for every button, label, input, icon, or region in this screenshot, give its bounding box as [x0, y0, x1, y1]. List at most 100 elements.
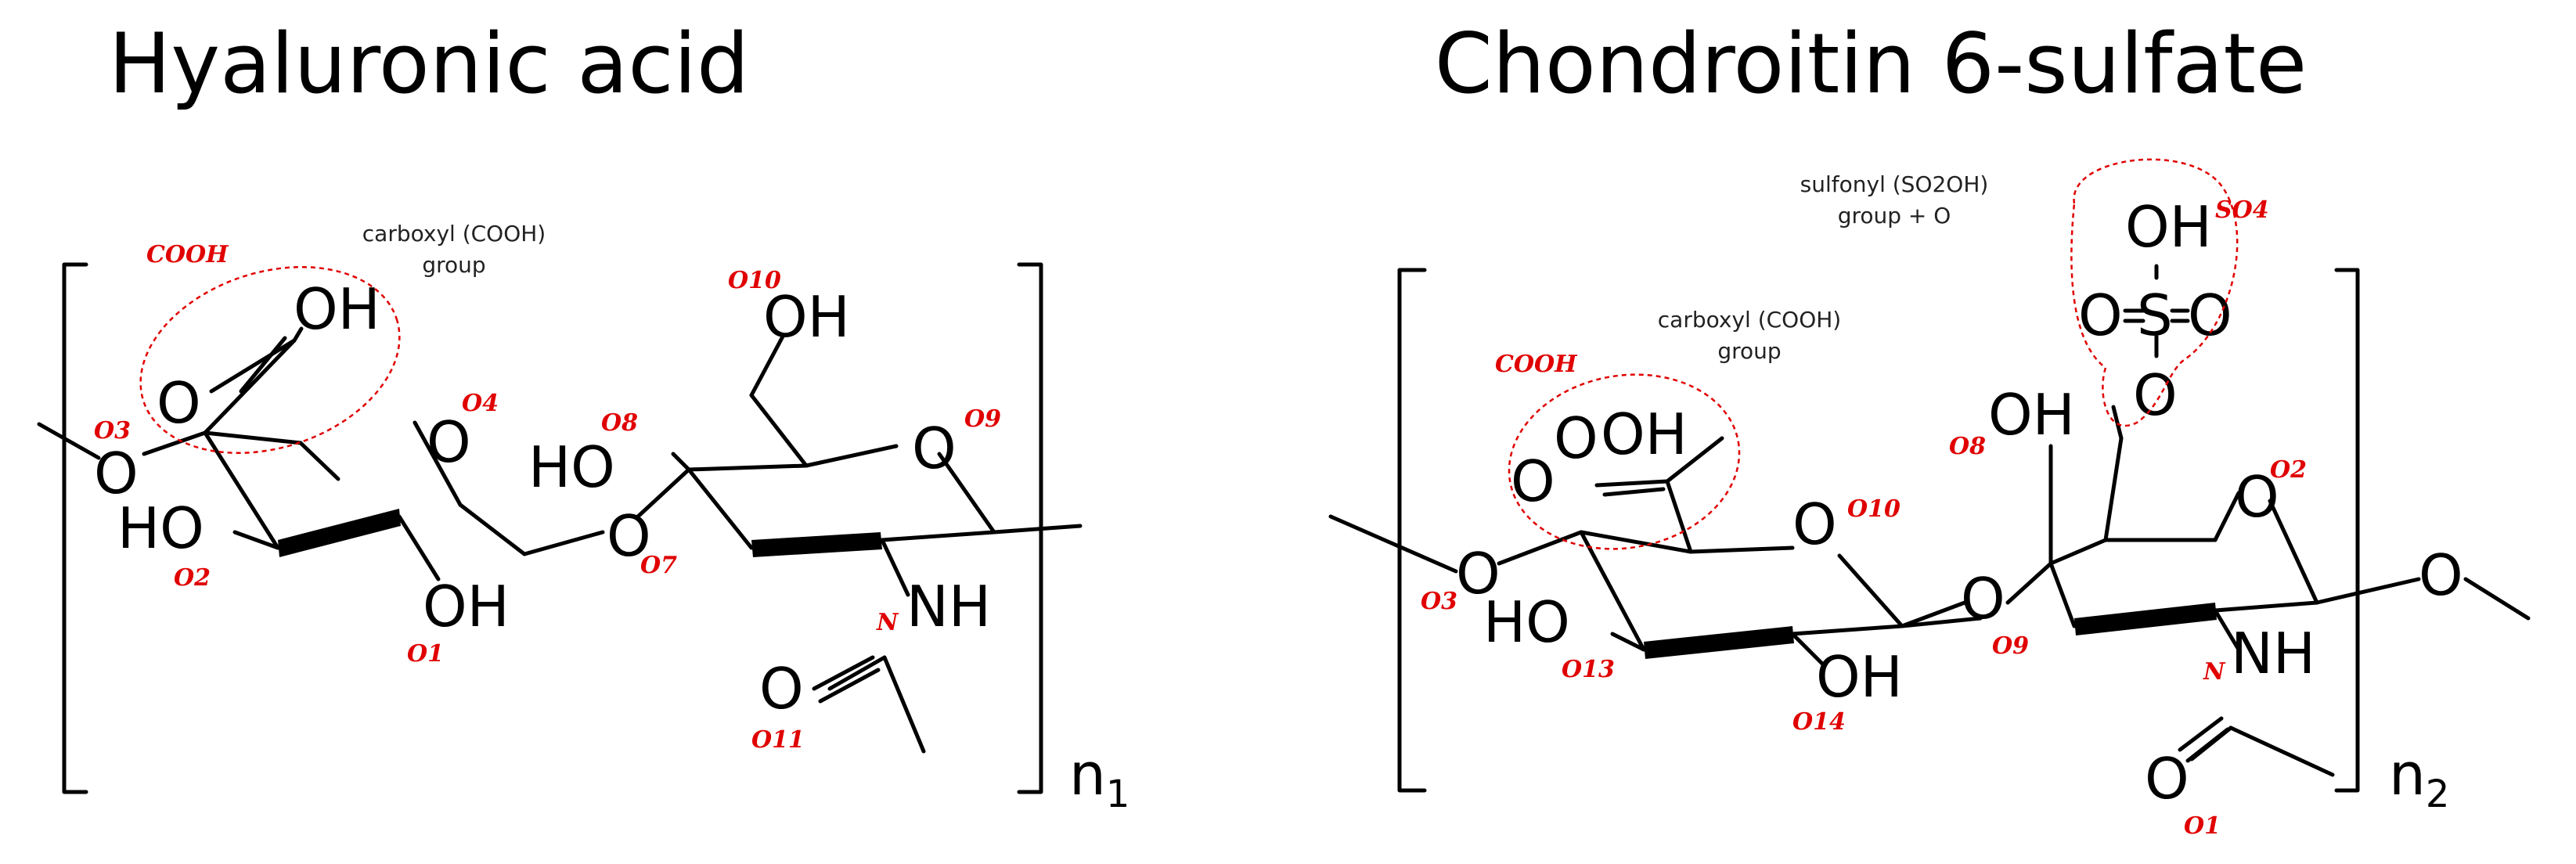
carboxyl-group-highlight [139, 265, 401, 455]
label-o1: O1 [407, 640, 444, 668]
bond [413, 420, 463, 507]
bond [203, 430, 280, 550]
bond [880, 530, 996, 542]
carboxyl-group-highlight [1508, 373, 1741, 550]
carboxyl-note-line2: group [1717, 338, 1781, 364]
label-o7: O7 [640, 552, 677, 579]
sulfonyl-note-line2: group + O [1838, 203, 1951, 229]
bond [1497, 530, 1583, 566]
atom: O [2145, 746, 2189, 812]
atom: O [1961, 566, 2005, 632]
bond [2268, 499, 2319, 605]
label-o9: O9 [964, 405, 1001, 433]
label-cooh: COOH [146, 241, 229, 268]
bond [2005, 561, 2053, 605]
wedge-bond [1644, 626, 1794, 659]
atom: O [1554, 405, 1598, 471]
label-o3: O3 [94, 417, 131, 445]
atom: HO [528, 434, 615, 500]
bond [1790, 632, 1826, 668]
bond [1610, 632, 1646, 652]
left-bracket [62, 262, 88, 794]
bond [2123, 308, 2145, 323]
bond [522, 530, 605, 556]
label-o3: O3 [1421, 588, 1457, 615]
bond [2170, 308, 2190, 323]
label-cooh: COOH [1495, 351, 1578, 378]
right-bracket [2334, 268, 2360, 793]
bond [1900, 600, 1967, 628]
bond [142, 430, 207, 456]
atom: NH [906, 574, 991, 639]
chondroitin-structure: Chondroitin 6-sulfate n2 [1328, 16, 2531, 840]
bond [397, 514, 441, 581]
label-o9: O9 [1992, 632, 2029, 660]
wedge-bond [2074, 603, 2217, 635]
atom: O [759, 656, 804, 722]
label-n: N [876, 609, 899, 636]
bond [2103, 436, 2124, 542]
bond [2185, 727, 2230, 763]
atom: O [1792, 491, 1837, 557]
atom: O [94, 441, 139, 506]
bond [2213, 608, 2241, 652]
bond [686, 467, 754, 550]
bond [1665, 479, 1693, 554]
bond [209, 338, 297, 394]
atom: OH [294, 276, 380, 342]
atom: O [2133, 362, 2178, 428]
bond [292, 326, 304, 343]
atom: O [427, 409, 471, 475]
bond [1900, 616, 1983, 628]
bond [2228, 725, 2335, 777]
bond [203, 430, 303, 445]
label-o11: O11 [751, 726, 805, 754]
bond [818, 668, 881, 704]
bond [1602, 487, 1666, 497]
wedge-bond [751, 532, 882, 557]
chondroitin-title: Chondroitin 6-sulfate [1435, 16, 2308, 112]
atom: HO [117, 495, 204, 561]
label-o13: O13 [1562, 656, 1615, 683]
repeat-n1: n1 [1069, 741, 1129, 816]
atom: O [912, 416, 957, 481]
label-o10: O10 [1847, 495, 1900, 523]
bond [992, 524, 1083, 535]
bond [1579, 530, 1693, 554]
label-o8: O8 [601, 409, 638, 437]
carboxyl-note-line1: carboxyl (COOH) [362, 221, 546, 247]
bond [827, 655, 887, 691]
atom: O [157, 370, 201, 436]
label-o10: O10 [728, 267, 781, 294]
bond [298, 441, 340, 481]
bond [880, 538, 910, 597]
left-bracket [1397, 268, 1427, 793]
label-o4: O4 [462, 390, 499, 417]
bond [882, 655, 926, 754]
bond [1790, 624, 1904, 636]
carboxyl-note-line1: carboxyl (COOH) [1658, 307, 1841, 333]
label-o2: O2 [2270, 456, 2307, 484]
atom: O [2235, 464, 2279, 530]
label-n: N [2203, 658, 2226, 686]
bond [2315, 577, 2421, 605]
atom: O [2078, 283, 2123, 348]
bond [1688, 545, 1795, 554]
bond [2213, 491, 2241, 542]
bond [1837, 553, 1904, 628]
label-o1: O1 [2184, 812, 2221, 840]
bond [749, 393, 809, 468]
atom: O [2419, 542, 2463, 608]
bond [636, 467, 691, 519]
bond [2178, 716, 2224, 752]
carboxyl-note-line2: group [422, 252, 485, 278]
hyaluronic-acid-structure: Hyaluronic acid n1 [37, 16, 1129, 816]
repeat-n2: n2 [2389, 741, 2449, 816]
label-so4: SO4 [2215, 196, 2269, 224]
atom: OH [1988, 382, 2075, 448]
atom: S [2137, 283, 2173, 348]
bond [458, 502, 527, 556]
chain-bond [37, 422, 101, 460]
label-o8: O8 [1949, 433, 1986, 460]
